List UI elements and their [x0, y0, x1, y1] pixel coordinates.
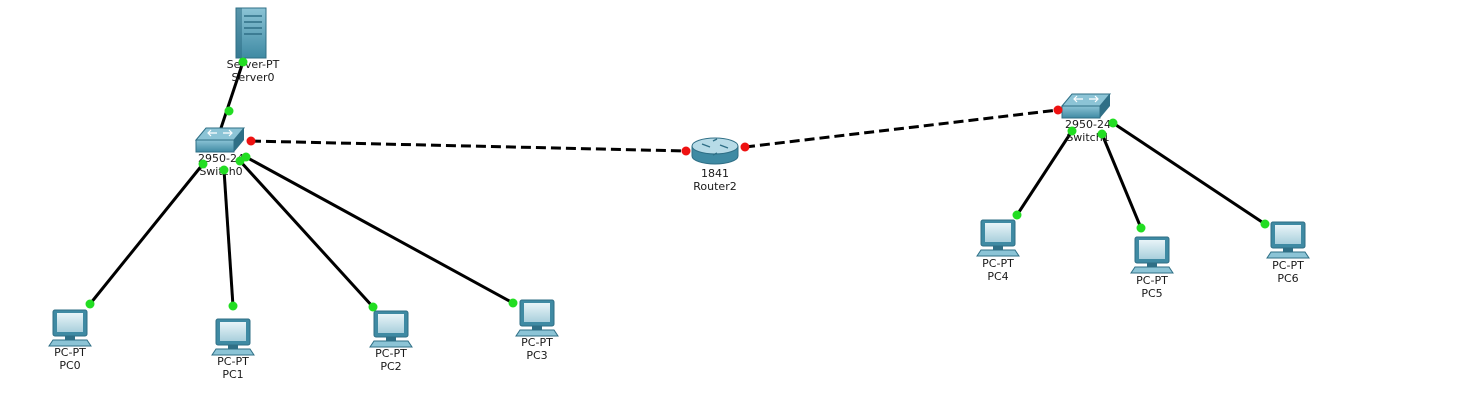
device-switch0[interactable]: 2950-24 Switch0 [194, 127, 246, 178]
device-model-label: PC-PT [982, 257, 1014, 270]
device-name-label: Router2 [693, 180, 736, 193]
device-name-label: PC3 [526, 349, 547, 362]
link-switch1-pc5[interactable] [1100, 133, 1143, 229]
link-switch0-router2[interactable] [250, 139, 687, 153]
device-name-label: PC4 [987, 270, 1008, 283]
device-model-label: PC-PT [1272, 259, 1304, 272]
link-light-down [1053, 105, 1063, 115]
link-light-up [1012, 210, 1022, 220]
link-light-up [1108, 118, 1118, 128]
pc-icon [1130, 236, 1174, 274]
links-layer [88, 61, 1266, 309]
link-light-up [508, 298, 518, 308]
link-switch0-pc0[interactable] [88, 163, 205, 305]
link-light-up [198, 159, 208, 169]
pc-icon [1266, 221, 1310, 259]
device-pc2[interactable]: PC-PT PC2 [369, 310, 413, 373]
link-router2-switch1[interactable] [744, 108, 1059, 149]
server-icon [235, 7, 267, 59]
device-model-label: 2950-24 [198, 152, 244, 165]
link-light-up [1260, 219, 1270, 229]
pc-icon [211, 318, 255, 356]
device-server0[interactable]: Server-PT Server0 [227, 7, 280, 84]
device-model-label: 2950-24 [1065, 118, 1111, 131]
device-name-label: PC1 [222, 368, 243, 381]
device-pc5[interactable]: PC-PT PC5 [1130, 236, 1174, 300]
device-name-label: PC5 [1141, 287, 1162, 300]
link-switch1-pc4[interactable] [1015, 130, 1074, 216]
link-light-up [219, 165, 229, 175]
pc-icon [48, 309, 92, 347]
link-light-up [1097, 129, 1107, 139]
pc-icon [369, 310, 413, 348]
device-model-label: PC-PT [375, 347, 407, 360]
device-pc1[interactable]: PC-PT PC1 [211, 318, 255, 381]
link-light-down [246, 136, 256, 146]
device-router2[interactable]: 1841 Router2 [691, 137, 739, 193]
link-light-up [85, 299, 95, 309]
link-switch0-pc2[interactable] [238, 159, 375, 309]
link-switch0-pc1[interactable] [222, 169, 235, 307]
device-model-label: PC-PT [1136, 274, 1168, 287]
device-pc3[interactable]: PC-PT PC3 [515, 299, 559, 362]
link-light-up [1136, 223, 1146, 233]
link-switch0-pc3[interactable] [245, 155, 514, 305]
pc-icon [976, 219, 1020, 257]
device-model-label: Server-PT [227, 58, 280, 71]
switch-icon [1060, 93, 1112, 119]
link-light-up [238, 57, 248, 67]
device-model-label: PC-PT [521, 336, 553, 349]
device-name-label: PC6 [1277, 272, 1298, 285]
device-model-label: 1841 [701, 167, 729, 180]
device-model-label: PC-PT [54, 346, 86, 359]
link-server0-switch0[interactable] [218, 61, 245, 132]
device-pc0[interactable]: PC-PT PC0 [48, 309, 92, 372]
link-light-down [740, 142, 750, 152]
device-name-label: Server0 [231, 71, 274, 84]
link-light-up [368, 302, 378, 312]
router-icon [691, 137, 739, 165]
pc-icon [515, 299, 559, 337]
device-pc6[interactable]: PC-PT PC6 [1266, 221, 1310, 285]
link-light-down [681, 146, 691, 156]
link-lights-layer [85, 57, 1270, 312]
device-pc4[interactable]: PC-PT PC4 [976, 219, 1020, 283]
device-name-label: PC0 [59, 359, 80, 372]
link-light-up [1067, 126, 1077, 136]
device-model-label: PC-PT [217, 355, 249, 368]
link-light-up [224, 106, 234, 116]
switch-icon [194, 127, 246, 153]
link-light-up [228, 301, 238, 311]
link-switch1-pc6[interactable] [1112, 121, 1266, 226]
device-name-label: PC2 [380, 360, 401, 373]
link-light-up [241, 152, 251, 162]
